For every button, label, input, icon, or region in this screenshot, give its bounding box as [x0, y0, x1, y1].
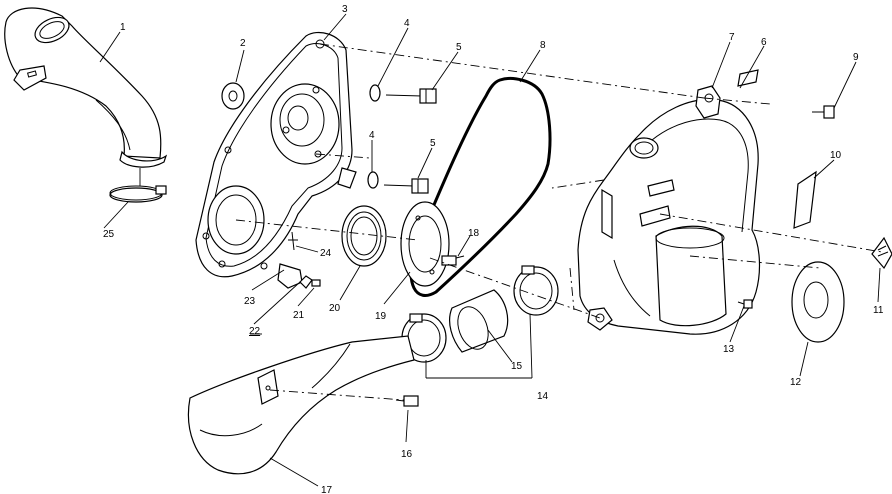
callout-4a: 4: [404, 18, 410, 29]
part-7-outer-cover: [577, 85, 761, 335]
callout-7: 7: [729, 32, 735, 43]
part-16-screw: [395, 395, 419, 407]
part-10-decal: [793, 170, 817, 229]
callout-21: 21: [293, 310, 305, 321]
callout-17: 17: [321, 485, 333, 494]
callout-4b: 4: [369, 130, 375, 141]
part-18-screw: [441, 255, 465, 266]
callout-2: 2: [240, 38, 246, 49]
callout-12: 12: [790, 377, 802, 388]
leader-lines: [99, 13, 881, 487]
part-8-drive-belt: [409, 77, 552, 297]
callout-14: 14: [537, 391, 549, 402]
callout-13: 13: [723, 344, 735, 355]
part-21-23-bracket-hardware: [277, 231, 321, 289]
part-5b-bolt: [383, 178, 429, 194]
assembly-centerlines: [235, 43, 883, 401]
part-3-inner-cover: [195, 31, 357, 278]
callout-19: 19: [375, 311, 387, 322]
part-11-diamond-label: [871, 236, 892, 270]
callout-5a: 5: [456, 42, 462, 53]
callout-20: 20: [329, 303, 341, 314]
callout-10: 10: [830, 150, 842, 161]
part-20-seal: [341, 205, 387, 267]
callout-25: 25: [103, 229, 115, 240]
callout-9: 9: [853, 52, 859, 63]
callout-23: 23: [244, 296, 256, 307]
callout-15: 15: [511, 361, 523, 372]
part-19-bearing-plate: [400, 201, 450, 287]
part-4a-washer: [369, 84, 381, 102]
callout-18: 18: [468, 228, 480, 239]
part-4b-washer: [367, 171, 379, 189]
part-1-intake-duct: [4, 7, 168, 168]
callout-22: 22: [249, 326, 261, 337]
callout-8: 8: [540, 40, 546, 51]
part-17-lower-duct: [187, 335, 415, 475]
part-14-clamps: [401, 265, 559, 363]
part-9-screw: [812, 105, 835, 119]
callout-1: 1: [120, 22, 126, 33]
part-5a-bolt: [385, 88, 437, 104]
callout-5b: 5: [430, 138, 436, 149]
part-13-screw: [737, 299, 753, 309]
part-6-decal: [737, 69, 759, 87]
callout-24: 24: [320, 248, 332, 259]
callout-labels: 1 2 3 4 4 5 5 6 7 8 9 10 11 12 13 14 15 …: [103, 4, 884, 494]
part-2-washer: [221, 82, 245, 110]
callout-3: 3: [342, 4, 348, 15]
part-12-cap: [791, 261, 845, 343]
part-25-clamp: [109, 168, 167, 203]
callout-11: 11: [873, 305, 884, 316]
callout-16: 16: [401, 449, 413, 460]
callout-6: 6: [761, 37, 767, 48]
